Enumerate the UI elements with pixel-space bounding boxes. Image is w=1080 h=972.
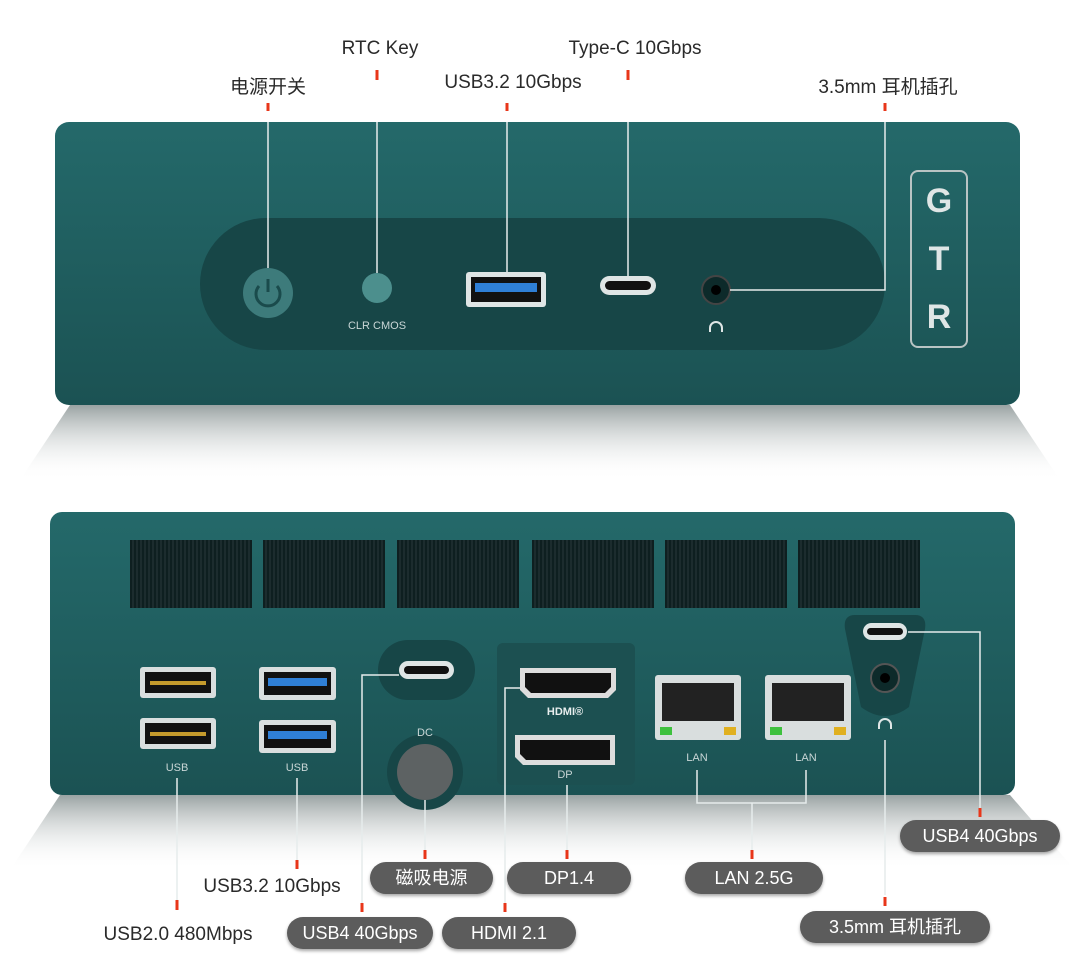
vent-grille [130,540,252,608]
label-audio-front: 3.5mm 耳机插孔 [818,77,958,98]
vent-grille [397,540,519,608]
power-button [243,268,293,318]
callout-usb4-right: USB4 40Gbps [900,820,1060,852]
lan-label-1: LAN [686,752,708,764]
callout-magnetic-power: 磁吸电源 [370,862,493,894]
vent-grille [798,540,920,608]
logo-letter: R [926,297,952,336]
lan-port-2 [765,675,851,740]
bottom-shadow [10,795,1075,870]
label-usb32-front: USB3.2 10Gbps [444,72,582,93]
callout-lan: LAN 2.5G [685,862,823,894]
magnetic-dc-port [397,744,453,800]
gtr-logo: G T R [910,170,968,348]
usb3-port-2 [259,720,336,753]
usb-a-port-front [466,272,546,307]
usb2-port-2 [140,718,216,749]
bottom-leader-lines [176,631,981,905]
vent-grille [665,540,787,608]
hdmi-logo: HDMI® [546,706,584,718]
headphone-icon [709,321,723,332]
top-leader-lines [267,122,886,291]
clr-cmos-label: CLR CMOS [347,320,407,332]
usb2-port-1 [140,667,216,698]
label-type-c: Type-C 10Gbps [568,38,702,59]
top-markers [266,70,887,111]
logo-letter: T [928,239,950,278]
headphone-icon-rear [878,718,892,729]
usb-label-right: USB [285,762,309,774]
callout-dp: DP1.4 [507,862,631,894]
callout-hdmi: HDMI 2.1 [442,917,576,949]
vent-grille [532,540,654,608]
callout-usb32: USB3.2 10Gbps [203,876,341,897]
callout-usb4-left: USB4 40Gbps [287,917,433,949]
usb3-port-1 [259,667,336,700]
top-shadow [20,405,1060,480]
dp-label: DP [557,769,573,781]
lan-label-2: LAN [795,752,817,764]
rtc-key-button [362,273,392,303]
bottom-markers [175,808,982,912]
lan-port-1 [655,675,741,740]
vent-grille [263,540,385,608]
dc-label: DC [417,727,433,739]
logo-letter: G [925,181,953,220]
vents [130,540,920,608]
usb-label-left: USB [165,762,189,774]
callout-audio-rear: 3.5mm 耳机插孔 [800,911,990,943]
callout-usb2: USB2.0 480Mbps [103,924,253,945]
label-rtc-key: RTC Key [341,38,419,59]
label-power-switch: 电源开关 [229,77,307,98]
